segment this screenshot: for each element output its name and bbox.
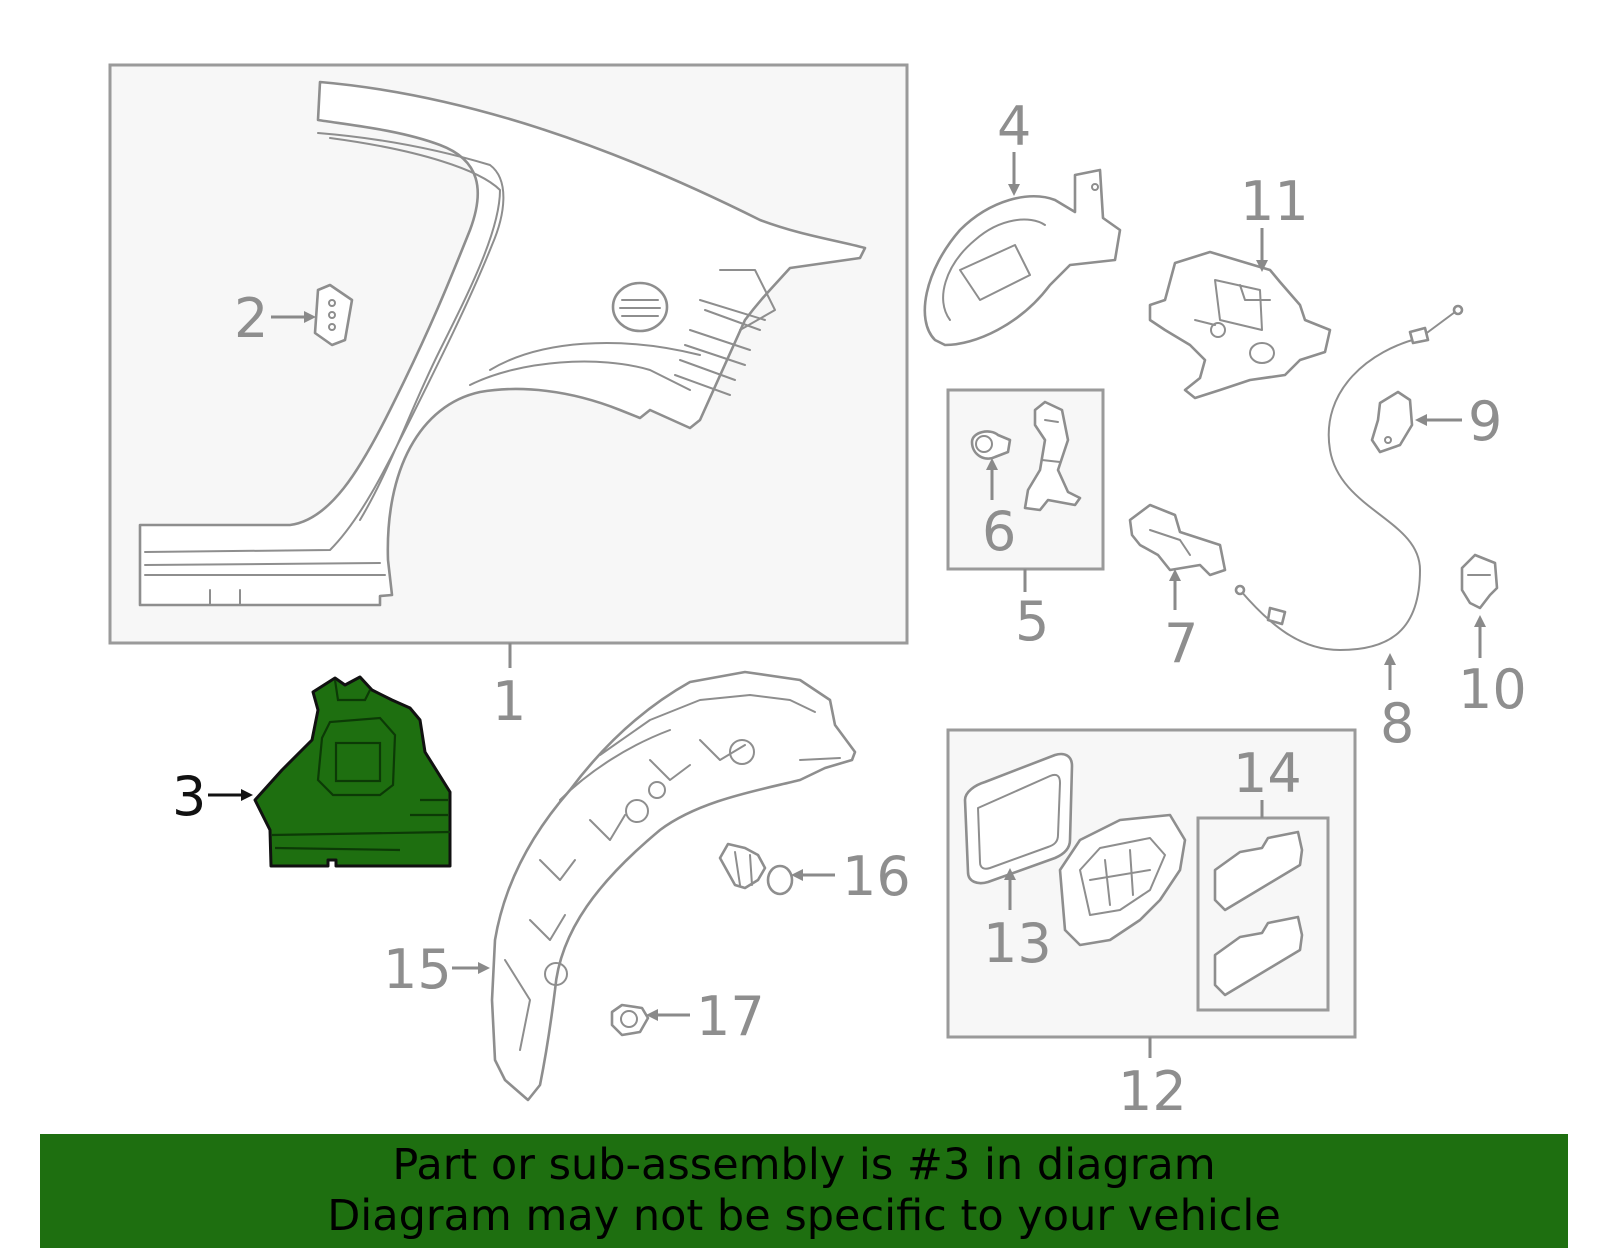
arrowhead-6 [986, 458, 998, 470]
part-11-lock-assembly[interactable] [1148, 250, 1332, 400]
callout-15: 15 [383, 938, 452, 1001]
callout-5: 5 [1015, 590, 1049, 653]
callout-9: 9 [1468, 390, 1502, 453]
part-5-frame [946, 388, 1105, 571]
arrowhead-15 [478, 962, 490, 974]
callout-6: 6 [982, 500, 1016, 563]
callout-14: 14 [1233, 742, 1302, 805]
part-13-gasket[interactable] [963, 752, 1074, 885]
part-12-housing[interactable] [1058, 813, 1187, 947]
callout-10: 10 [1458, 658, 1527, 721]
callout-16: 16 [842, 845, 911, 908]
callout-12: 12 [1118, 1060, 1187, 1123]
part-14-pads[interactable] [1213, 830, 1304, 997]
info-banner: Part or sub-assembly is #3 in diagram Di… [40, 1134, 1568, 1248]
arrowhead-11 [1256, 260, 1268, 272]
part-7-actuator[interactable] [1128, 503, 1227, 577]
arrowhead-8 [1384, 653, 1396, 665]
part-15-wheelhouse[interactable] [490, 670, 857, 1102]
part-4-fuel-door[interactable] [923, 168, 1122, 347]
callout-8: 8 [1380, 692, 1414, 755]
callout-17: 17 [696, 985, 765, 1048]
part-6-clip[interactable] [970, 430, 1012, 460]
arrowhead-13 [1004, 868, 1016, 880]
arrowhead-4 [1008, 184, 1020, 196]
callout-4: 4 [997, 95, 1031, 158]
part-9-clip[interactable] [1370, 390, 1414, 454]
arrowhead-16 [791, 869, 803, 881]
callout-11: 11 [1240, 170, 1309, 233]
part-5-hinge[interactable] [1023, 400, 1082, 512]
part-3-highlighted[interactable] [253, 675, 452, 868]
arrowhead-17 [646, 1009, 658, 1021]
callout-2: 2 [234, 287, 268, 350]
part-17-nut[interactable] [610, 1003, 650, 1037]
arrowhead-2 [304, 311, 316, 323]
part-2-bracket[interactable] [313, 283, 354, 347]
part-8-cable[interactable] [1234, 304, 1464, 651]
arrowhead-7 [1169, 569, 1181, 581]
arrowhead-10 [1474, 615, 1486, 627]
part-16-push-clip[interactable] [718, 842, 794, 896]
part-10-grommet[interactable] [1460, 553, 1499, 610]
quarter-panel[interactable] [138, 80, 867, 607]
callout-7: 7 [1164, 612, 1198, 675]
callout-1: 1 [492, 670, 526, 733]
callout-3: 3 [172, 765, 206, 828]
callout-13: 13 [983, 912, 1052, 975]
banner-line-1: Part or sub-assembly is #3 in diagram [392, 1140, 1216, 1190]
arrowhead-3 [241, 789, 253, 801]
arrowhead-9 [1415, 414, 1427, 426]
banner-line-2: Diagram may not be specific to your vehi… [327, 1191, 1281, 1241]
